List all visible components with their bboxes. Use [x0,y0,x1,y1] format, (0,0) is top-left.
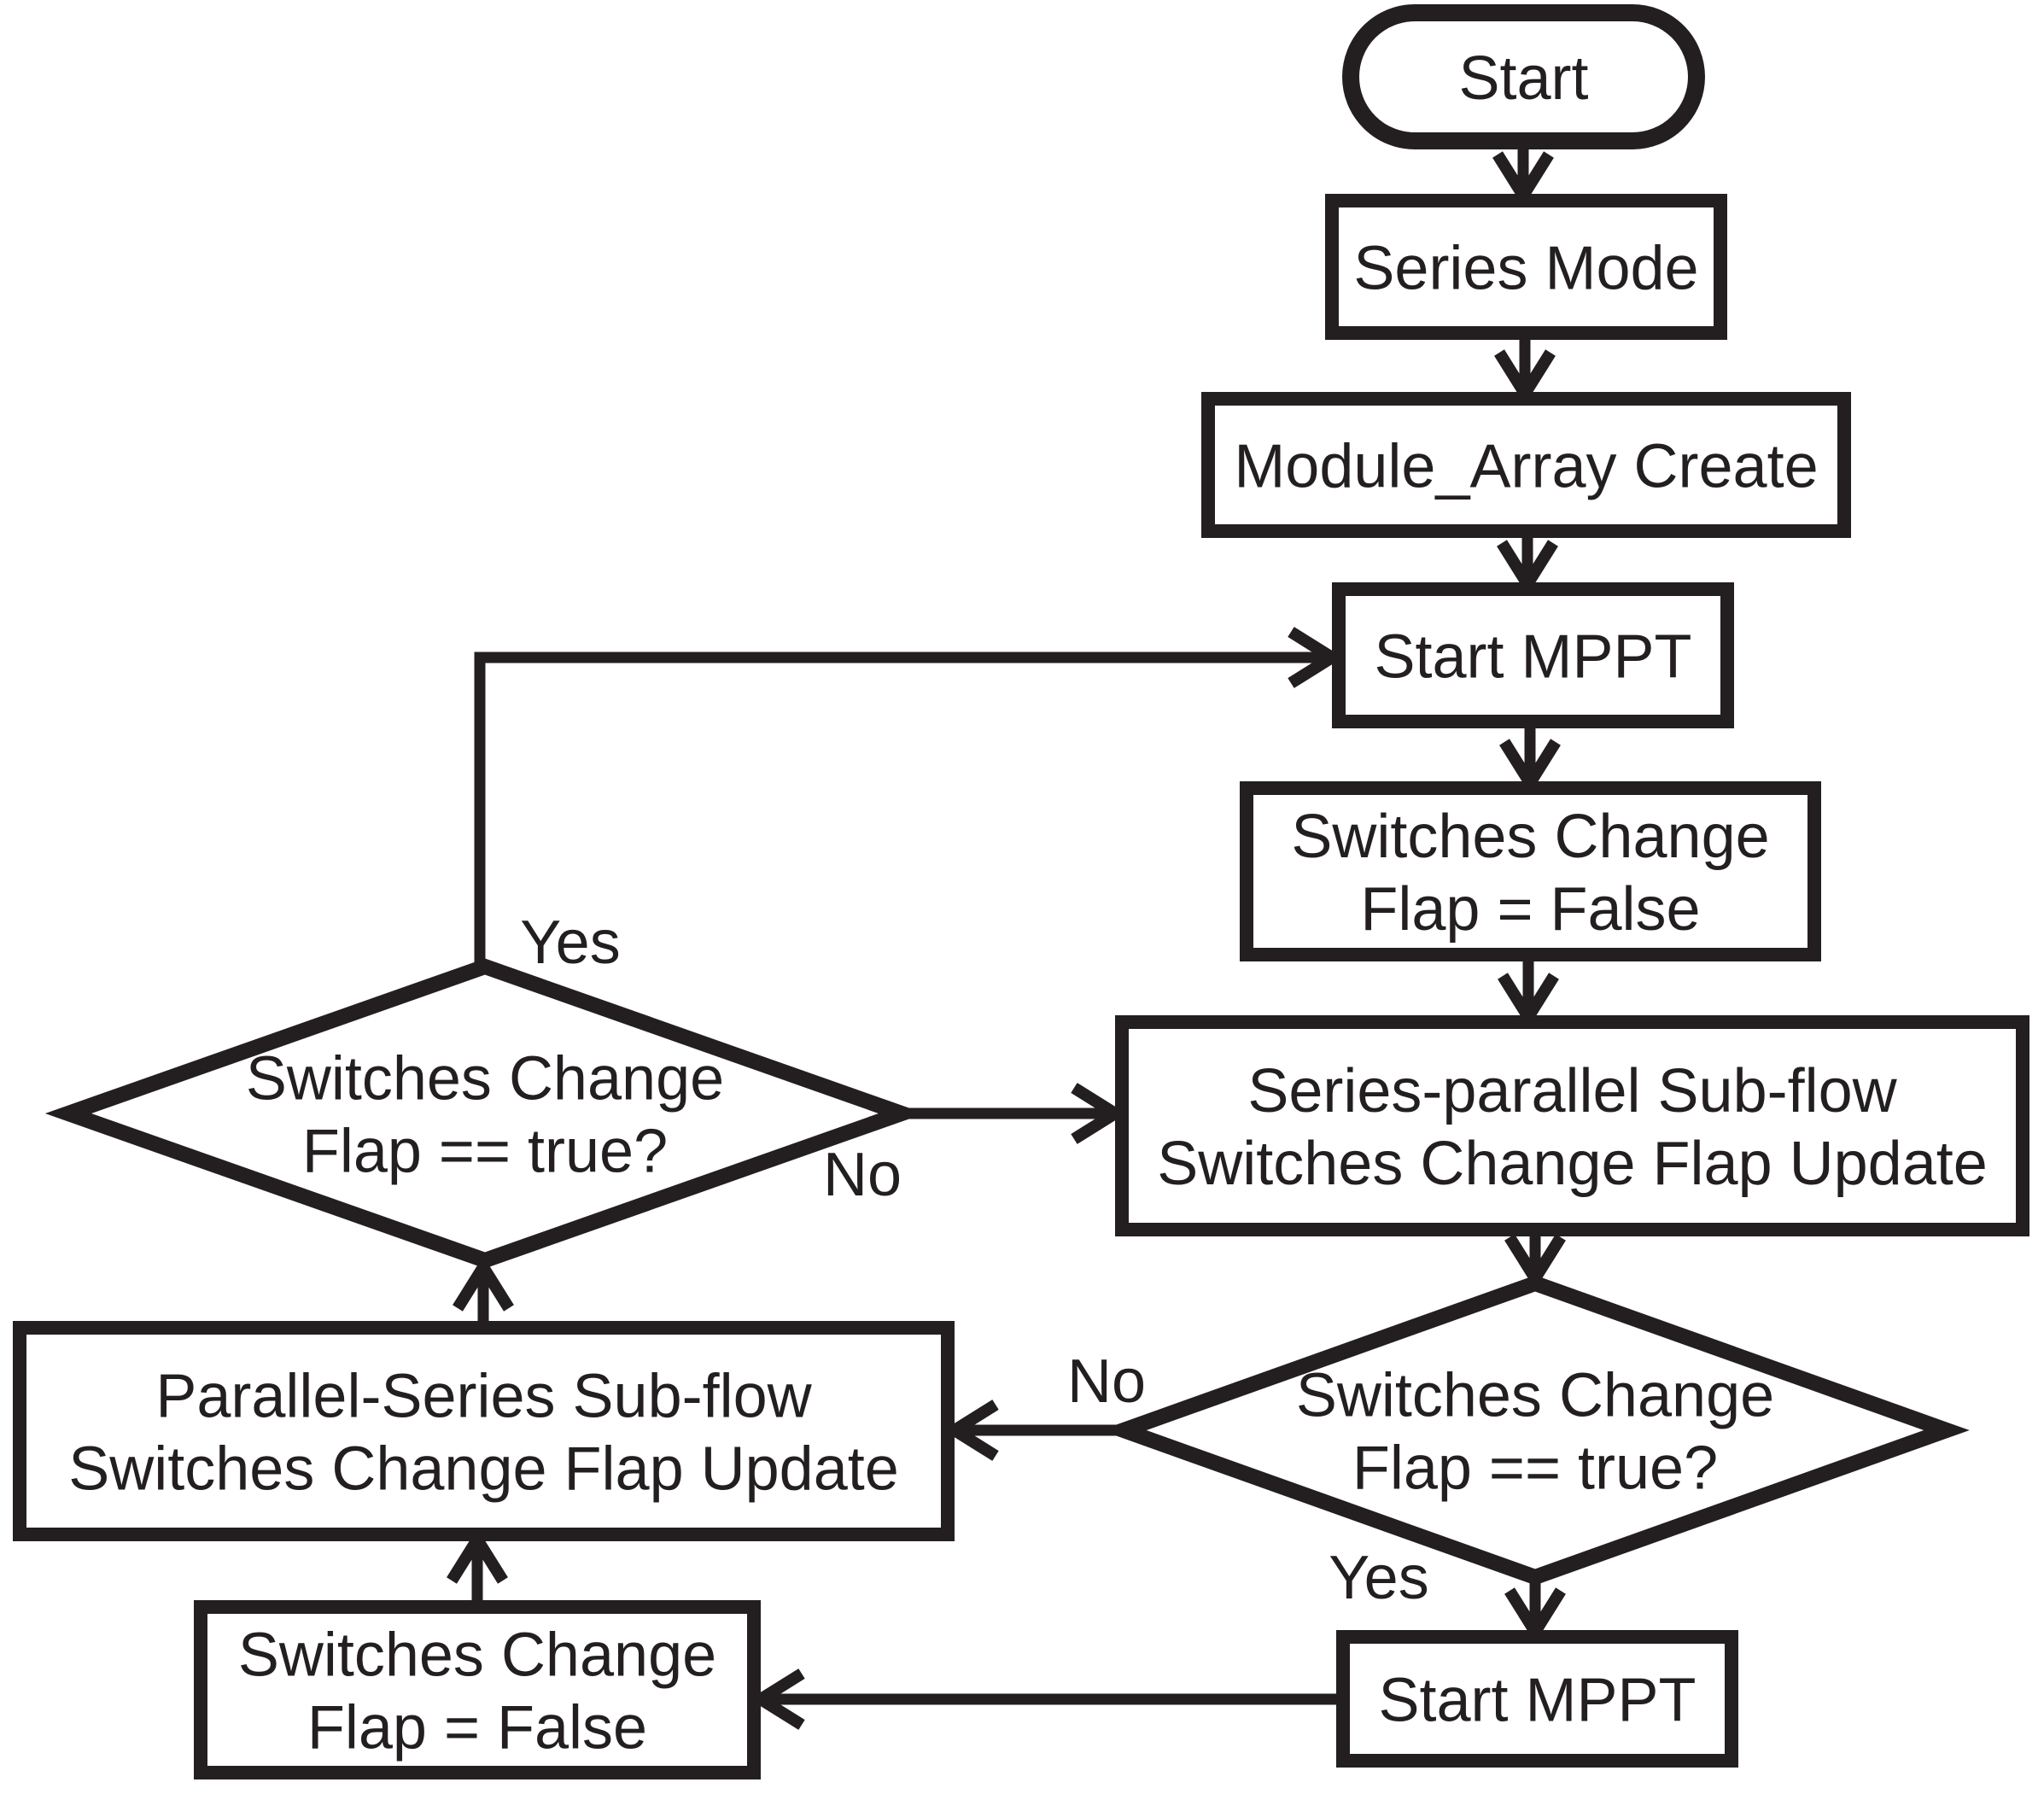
node-module-array-create: Module_Array Create [1201,392,1851,538]
node-series-mode: Series Mode [1325,194,1727,340]
node-start-mppt-top: Start MPPT [1332,582,1734,728]
process-box-shape [1325,194,1727,340]
process-box-shape [13,1321,955,1541]
edge-label-yes: Yes [1329,1544,1428,1612]
process-box-shape [194,1600,761,1779]
process-box-shape [1240,781,1821,961]
edge-decision-left-no: No [823,1113,1115,1209]
terminator-oval-shape [1342,4,1705,149]
node-label: Start MPPT [1374,623,1691,692]
edge-label-no: No [823,1141,902,1209]
edge-decision-left-yes: Yes [474,657,1332,977]
node-label: Start [1458,44,1588,113]
node-start: Start [1342,4,1705,149]
process-box-shape [1336,1630,1738,1768]
decision-diamond-shape [44,958,926,1269]
flow-arrow [474,657,1332,965]
node-label: Series Mode [1353,235,1698,303]
node-start-mppt-bottom: Start MPPT [1336,1630,1738,1768]
node-label: Start MPPT [1378,1667,1696,1735]
edge-decision-right-yes: Yes [1329,1544,1535,1632]
node-label: Module_Array Create [1234,433,1818,501]
process-box-shape [1115,1015,2029,1236]
decision-diamond-shape [1101,1275,1970,1586]
process-box-shape [1201,392,1851,538]
edge-label-no: No [1067,1347,1146,1416]
edge-decision-right-no: No [955,1347,1146,1430]
edge-label-yes: Yes [520,909,620,977]
process-box-shape [1332,582,1734,728]
